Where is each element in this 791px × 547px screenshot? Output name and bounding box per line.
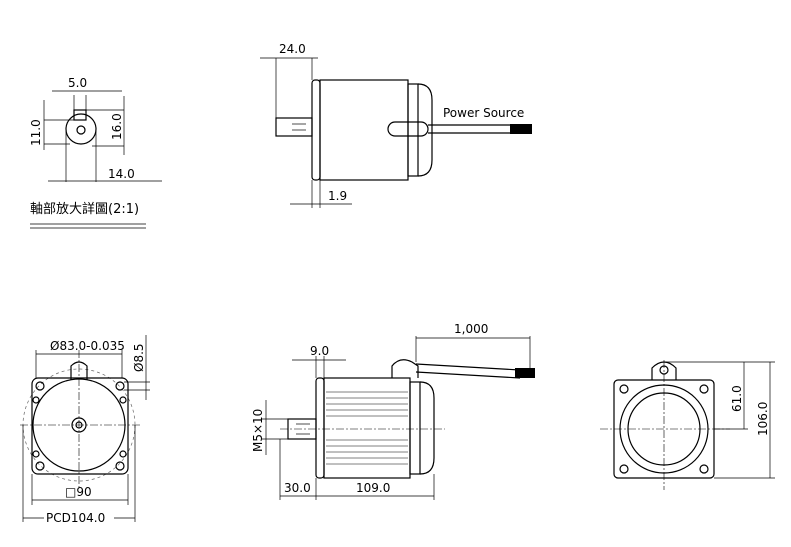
dim-pilot: Ø83.0-0.035 — [50, 339, 125, 353]
dim-half: 61.0 — [730, 385, 744, 412]
dim-body: 109.0 — [356, 481, 390, 495]
dim-square: □90 — [65, 485, 92, 499]
dim-flange: 1.9 — [328, 189, 347, 203]
dim-width: 5.0 — [68, 76, 87, 90]
dim-pcd: PCD104.0 — [46, 511, 105, 525]
rear-view: 61.0 106.0 — [600, 360, 775, 490]
side-view-top: Power Source 24.0 1.9 — [260, 42, 532, 208]
dim-cable-length: 1,000 — [454, 322, 488, 336]
shaft-detail: 5.0 11.0 16.0 14.0 軸部放大詳圖(2:1) — [29, 76, 162, 229]
dim-key: 9.0 — [310, 344, 329, 358]
side-view-bottom: 1,000 9.0 M5×10 30.0 109.0 — [251, 322, 535, 500]
dim-diameter: 14.0 — [108, 167, 135, 181]
dim-thread: M5×10 — [251, 409, 265, 452]
dim-height-right: 16.0 — [110, 113, 124, 140]
cable-label: Power Source — [443, 106, 524, 120]
dim-shaft-length: 24.0 — [279, 42, 306, 56]
dim-height-left: 11.0 — [29, 119, 43, 146]
dim-shaft: 30.0 — [284, 481, 311, 495]
dim-total: 106.0 — [756, 402, 770, 436]
front-view: Ø83.0-0.035 Ø8.5 □90 PCD104.0 — [20, 335, 150, 525]
detail-title: 軸部放大詳圖(2:1) — [30, 201, 139, 217]
dim-hole: Ø8.5 — [132, 343, 146, 372]
